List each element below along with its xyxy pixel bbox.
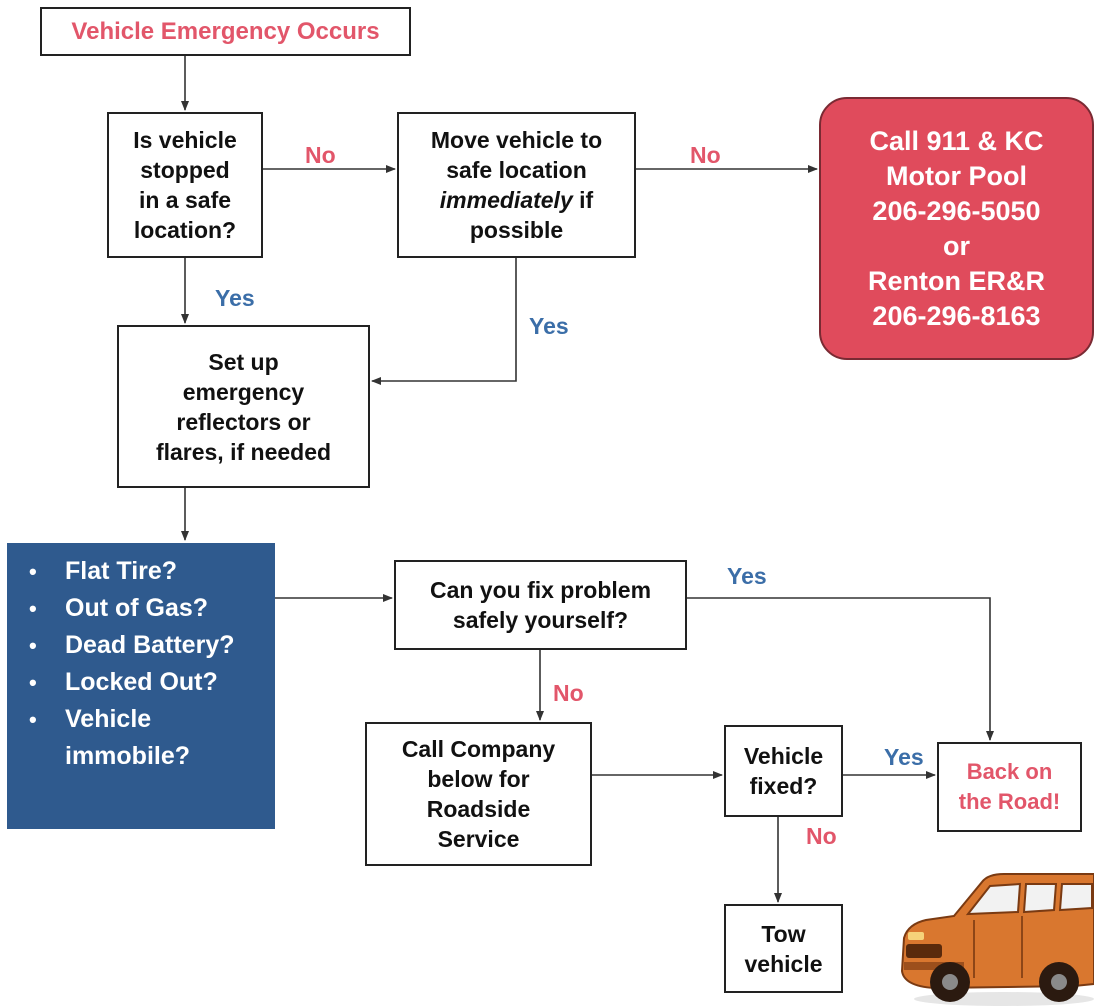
- node-call-company: Call Company below for Roadside Service: [365, 722, 592, 866]
- company-line-1: Call Company: [401, 736, 556, 762]
- call-line-3: 206-296-5050: [872, 195, 1041, 226]
- node-vehicle-emergency-occurs: Vehicle Emergency Occurs: [40, 7, 411, 56]
- q-safe-line-2: stopped: [140, 157, 230, 183]
- reflectors-line-4: flares, if needed: [155, 438, 332, 465]
- edge-label-no: No: [690, 142, 721, 168]
- back-line-2: the Road!: [958, 789, 1061, 814]
- call-line-4: or: [943, 230, 970, 261]
- move-line-3-rest: if: [572, 187, 594, 213]
- edge-label-yes: Yes: [529, 313, 569, 339]
- edge-label-yes: Yes: [727, 563, 767, 589]
- q-safe-line-3: in a safe: [138, 187, 232, 213]
- arrow-fix-yes-back: [687, 597, 994, 741]
- q-fix-line-1: Can you fix problem: [429, 577, 652, 603]
- edge-label-yes: Yes: [884, 744, 924, 770]
- move-line-1: Move vehicle to: [430, 127, 603, 153]
- node-call-911: Call 911 & KC Motor Pool 206-296-5050 or…: [819, 97, 1094, 360]
- problem-item: Vehicle immobile?: [27, 701, 275, 775]
- edge-label-no: No: [806, 823, 837, 849]
- node-vehicle-fixed: Vehicle fixed?: [724, 725, 843, 817]
- call-line-6: 206-296-8163: [872, 300, 1041, 331]
- node-tow-vehicle: Tow vehicle: [724, 904, 843, 993]
- car-illustration: [900, 873, 1094, 1006]
- node-is-vehicle-safe: Is vehicle stopped in a safe location?: [107, 112, 263, 258]
- node-problem-list: Flat Tire? Out of Gas? Dead Battery? Loc…: [7, 543, 275, 829]
- edge-label-yes: Yes: [215, 285, 255, 311]
- reflectors-line-1: Set up: [208, 348, 279, 375]
- problem-item: Flat Tire?: [27, 553, 275, 590]
- move-line-4: possible: [469, 217, 564, 243]
- tow-line-2: vehicle: [744, 950, 823, 977]
- node-move-vehicle: Move vehicle to safe location immediatel…: [397, 112, 636, 258]
- edge-label-no: No: [305, 142, 336, 168]
- edge-label-no: No: [553, 680, 584, 706]
- move-italic-word: immediately: [439, 187, 573, 213]
- call-line-1: Call 911 & KC: [869, 125, 1044, 156]
- node-start-label: Vehicle Emergency Occurs: [71, 17, 380, 45]
- problem-item: Dead Battery?: [27, 627, 275, 664]
- company-line-3: Roadside: [426, 796, 531, 822]
- move-line-2: safe location: [446, 157, 587, 183]
- node-set-up-reflectors: Set up emergency reflectors or flares, i…: [117, 325, 370, 488]
- q-safe-line-1: Is vehicle: [133, 127, 237, 153]
- back-line-1: Back on: [966, 759, 1053, 784]
- call-line-5: Renton ER&R: [868, 265, 1045, 296]
- problem-item: Locked Out?: [27, 664, 275, 701]
- q-fix-line-2: safely yourself?: [452, 607, 629, 633]
- q-fixed-line-1: Vehicle: [743, 743, 824, 769]
- arrow-move-yes-reflectors: [371, 258, 517, 385]
- move-line-3: immediately if: [431, 185, 602, 215]
- node-can-you-fix: Can you fix problem safely yourself?: [394, 560, 687, 650]
- problem-item: Out of Gas?: [27, 590, 275, 627]
- tow-line-1: Tow: [761, 920, 806, 947]
- company-line-2: below for: [427, 766, 530, 792]
- company-line-4: Service: [437, 826, 520, 852]
- q-fixed-line-2: fixed?: [749, 773, 818, 799]
- q-safe-line-4: location?: [133, 217, 237, 243]
- node-back-on-the-road: Back on the Road!: [937, 742, 1082, 832]
- reflectors-line-2: emergency: [182, 378, 305, 405]
- reflectors-line-3: reflectors or: [176, 408, 311, 435]
- call-line-2: Motor Pool: [886, 160, 1027, 191]
